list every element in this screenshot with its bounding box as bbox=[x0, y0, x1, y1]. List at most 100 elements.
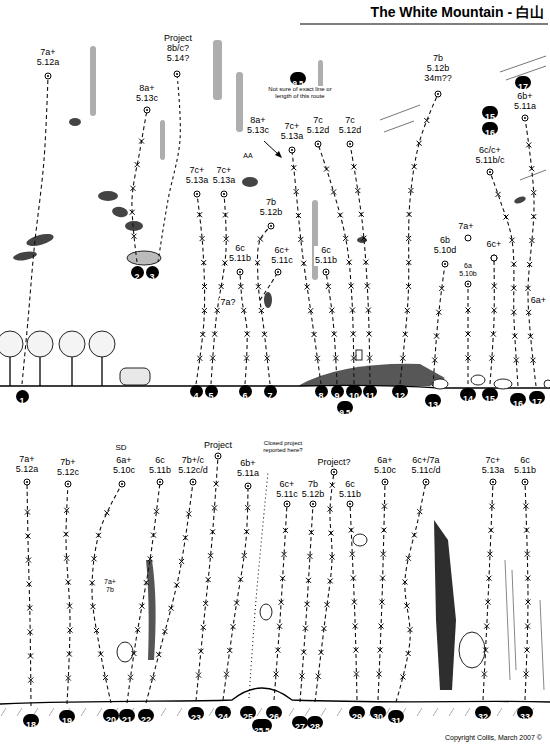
bolt-mark bbox=[512, 334, 517, 339]
anchor-ring bbox=[221, 191, 227, 197]
bolt-mark bbox=[406, 236, 411, 241]
bolt-mark bbox=[489, 356, 494, 361]
route-number: 4 bbox=[190, 385, 203, 398]
bolt-mark bbox=[527, 262, 532, 267]
rock-blob bbox=[125, 221, 143, 231]
route-grade: 6c 5.11b bbox=[148, 456, 172, 476]
bolt-mark bbox=[359, 212, 364, 217]
anchor-dot bbox=[159, 481, 161, 483]
bolt-mark bbox=[349, 284, 354, 289]
route-number-text: 16 bbox=[485, 128, 495, 138]
route-number-text: 28 bbox=[310, 722, 320, 732]
ground-hatch bbox=[17, 708, 22, 716]
bolt-mark bbox=[238, 284, 243, 289]
route-grade: 7c 5.12d bbox=[306, 116, 331, 136]
anchor-ring bbox=[268, 223, 274, 229]
route-note: Not sure of exact line or length of this… bbox=[262, 86, 338, 99]
rock-streak bbox=[90, 46, 96, 116]
anchor-dot bbox=[223, 193, 225, 195]
route-number-text: 15 bbox=[485, 394, 495, 404]
route-number: 17 bbox=[515, 76, 530, 89]
anchor-dot bbox=[192, 481, 194, 483]
bolt-mark bbox=[64, 508, 69, 513]
bolt-mark bbox=[206, 577, 211, 582]
route-grade: 7a+ bbox=[457, 222, 474, 232]
bolt-mark bbox=[402, 579, 407, 584]
bolt-mark bbox=[351, 164, 356, 169]
bolt-mark bbox=[245, 505, 250, 510]
route-number: 8 bbox=[315, 385, 328, 398]
bolt-mark bbox=[282, 552, 287, 557]
rock bbox=[120, 368, 150, 385]
rock-blob bbox=[25, 232, 55, 249]
bolt-mark bbox=[208, 553, 213, 558]
route-grade: 7c+ 5.13a bbox=[481, 456, 506, 476]
anchor-ring bbox=[323, 269, 329, 275]
route-number: 5 bbox=[205, 385, 218, 398]
route-line bbox=[490, 258, 494, 384]
bolt-mark bbox=[210, 529, 215, 534]
route-line bbox=[350, 144, 370, 384]
route-number: 31 bbox=[388, 710, 403, 723]
bolt-mark bbox=[528, 334, 533, 339]
bolt-mark bbox=[492, 284, 497, 289]
bolt-mark bbox=[350, 308, 355, 313]
route-grade: Project bbox=[203, 441, 233, 451]
bolt-mark bbox=[135, 627, 140, 632]
bolt-mark bbox=[329, 308, 334, 313]
route-line bbox=[326, 272, 337, 384]
bolt-mark bbox=[234, 600, 239, 605]
bolt-mark bbox=[130, 210, 135, 215]
bolt-mark bbox=[96, 533, 101, 538]
anchor-dot bbox=[349, 143, 351, 145]
route-line bbox=[300, 504, 313, 702]
bolt-mark bbox=[328, 507, 333, 512]
ground-hatch bbox=[257, 708, 262, 716]
bolt-mark bbox=[128, 675, 133, 680]
bolt-mark bbox=[352, 600, 357, 605]
route-number: 21 bbox=[119, 709, 134, 722]
bolt-mark bbox=[529, 166, 534, 171]
rock-blob bbox=[98, 191, 118, 201]
boulder bbox=[127, 251, 161, 265]
bolt-mark bbox=[343, 236, 348, 241]
route-number: 15 bbox=[482, 388, 497, 401]
route-grade: 7b+ 5.12c bbox=[56, 458, 80, 478]
route-grade: 7c+ 5.13a bbox=[280, 122, 305, 142]
bolt-mark bbox=[200, 236, 205, 241]
ground-hatch bbox=[433, 708, 438, 716]
bolt-mark bbox=[309, 530, 314, 535]
bolt-mark bbox=[367, 356, 372, 361]
route-line bbox=[292, 150, 321, 384]
bolt-mark bbox=[307, 554, 312, 559]
route-number: 1 bbox=[16, 390, 29, 403]
bolt-mark bbox=[379, 600, 384, 605]
anchor-dot bbox=[217, 455, 219, 457]
route-line bbox=[127, 482, 160, 703]
bolt-mark bbox=[258, 237, 263, 242]
bolt-mark bbox=[224, 236, 229, 241]
bolt-mark bbox=[291, 165, 296, 170]
bolt-mark bbox=[325, 602, 330, 607]
anchor-ring bbox=[194, 191, 200, 197]
anchor-ring bbox=[245, 483, 251, 489]
bolt-mark bbox=[103, 675, 108, 680]
tree-trunk bbox=[9, 356, 11, 386]
bolt-mark bbox=[296, 213, 301, 218]
ground-hatch bbox=[97, 708, 102, 716]
bolt-mark bbox=[351, 576, 356, 581]
bolt-mark bbox=[330, 483, 335, 488]
bolt-mark bbox=[333, 356, 338, 361]
bolt-mark bbox=[483, 648, 488, 653]
bolt-mark bbox=[407, 212, 412, 217]
pointer-head bbox=[275, 151, 282, 158]
bolt-mark bbox=[299, 674, 304, 679]
anchor-ring bbox=[522, 115, 528, 121]
bolt-mark bbox=[64, 532, 69, 537]
route-line bbox=[490, 172, 518, 386]
route-number: 32 bbox=[475, 706, 490, 719]
route-number-text: 8 bbox=[318, 391, 323, 401]
bolt-mark bbox=[490, 504, 495, 509]
anchor-dot bbox=[176, 73, 178, 75]
route-grade: 8a+ 5.13c bbox=[246, 116, 270, 136]
